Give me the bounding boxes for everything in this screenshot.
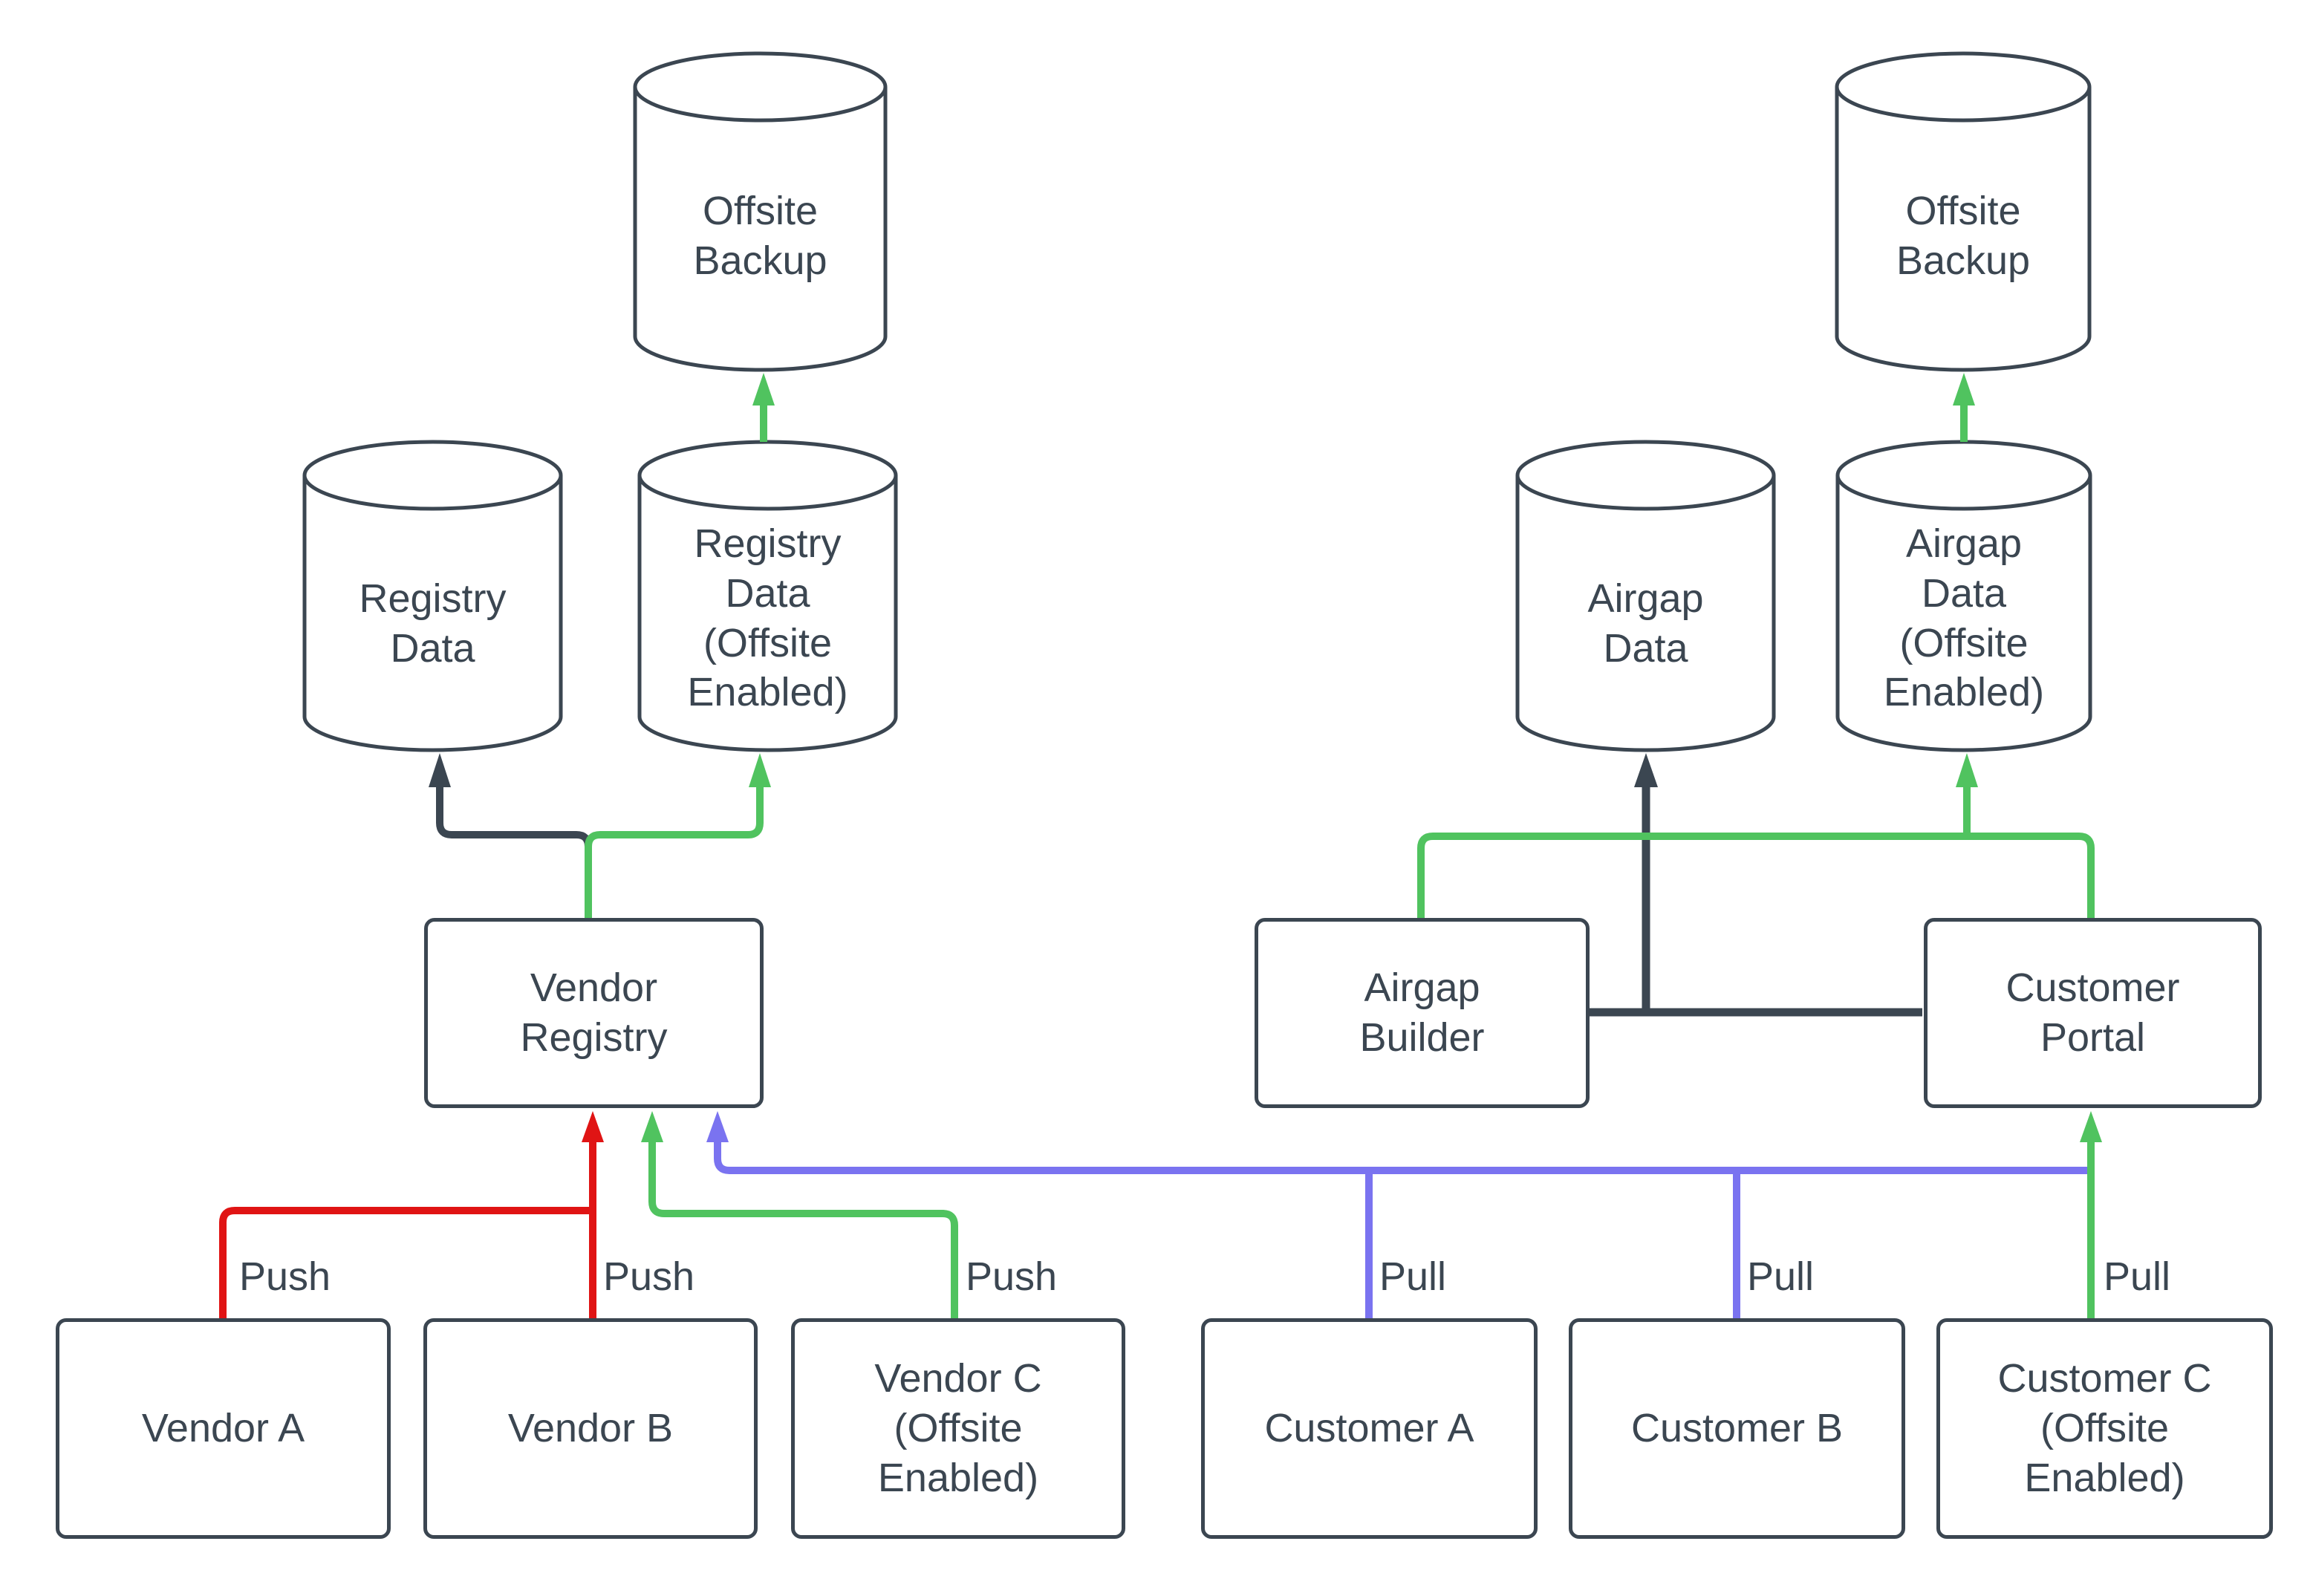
database-label-registry-data: Registry Data [305, 505, 561, 743]
node-label: Vendor C (Offsite Enabled) [874, 1356, 1042, 1500]
database-label-text: Airgap Data (Offsite Enabled) [1883, 521, 2045, 715]
node-label: Customer B [1630, 1406, 1844, 1451]
database-label-offsite-backup-left: Offsite Backup [635, 119, 885, 353]
node-label: Vendor B [507, 1406, 674, 1451]
edge-label-pull-customer-b: Pull [1747, 1254, 1815, 1299]
node-label: Customer Portal [2005, 965, 2180, 1060]
edge-registry-to-registry-data-offsite [585, 753, 771, 918]
edge-portal-green-distribution [1417, 753, 2095, 918]
database-airgap-data-offsite [1835, 440, 2092, 752]
database-label-text: Registry Data (Offsite Enabled) [687, 521, 848, 715]
node-vendor-b: Vendor B [423, 1318, 758, 1539]
database-label-airgap-data: Airgap Data [1517, 505, 1774, 743]
edge-customer-c-pull [2080, 1111, 2102, 1318]
edge-label-push-vendor-a: Push [239, 1254, 331, 1299]
node-customer-b: Customer B [1569, 1318, 1905, 1539]
edge-registry-to-registry-data [429, 753, 592, 847]
database-label-registry-data-offsite: Registry Data (Offsite Enabled) [640, 490, 896, 746]
database-offsite-backup-right [1835, 51, 2092, 372]
database-label-text: Registry Data [359, 576, 507, 671]
edge-label-pull-customer-a: Pull [1379, 1254, 1447, 1299]
edge-label-pull-customer-c: Pull [2104, 1254, 2171, 1299]
database-registry-data [302, 440, 563, 752]
node-label: Airgap Builder [1359, 965, 1485, 1060]
node-customer-a: Customer A [1201, 1318, 1538, 1539]
edge-label-push-vendor-c: Push [966, 1254, 1058, 1299]
database-airgap-data [1515, 440, 1776, 752]
node-vendor-a: Vendor A [56, 1318, 391, 1539]
edge-registry-offsite-to-backup [752, 373, 775, 442]
node-customer-c: Customer C (Offsite Enabled) [1936, 1318, 2273, 1539]
database-label-text: Offsite Backup [693, 188, 827, 283]
node-vendor-registry: Vendor Registry [424, 918, 764, 1108]
database-label-text: Airgap Data [1587, 576, 1704, 671]
node-label: Customer A [1264, 1406, 1474, 1451]
node-vendor-c: Vendor C (Offsite Enabled) [791, 1318, 1125, 1539]
database-label-text: Offsite Backup [1896, 188, 2031, 283]
node-label: Vendor A [141, 1406, 305, 1451]
edge-label-push-vendor-b: Push [603, 1254, 695, 1299]
node-customer-portal: Customer Portal [1924, 918, 2262, 1108]
node-airgap-builder: Airgap Builder [1255, 918, 1590, 1108]
node-label: Customer C (Offsite Enabled) [1997, 1356, 2212, 1500]
database-offsite-backup-left [633, 51, 888, 372]
edge-portal-builder-to-airgap-data [1590, 753, 1922, 1017]
node-label: Vendor Registry [520, 965, 668, 1060]
edge-airgap-offsite-to-backup [1953, 373, 1975, 442]
database-label-offsite-backup-right: Offsite Backup [1837, 119, 2089, 353]
database-registry-data-offsite [637, 440, 898, 752]
database-label-airgap-data-offsite: Airgap Data (Offsite Enabled) [1838, 490, 2090, 746]
